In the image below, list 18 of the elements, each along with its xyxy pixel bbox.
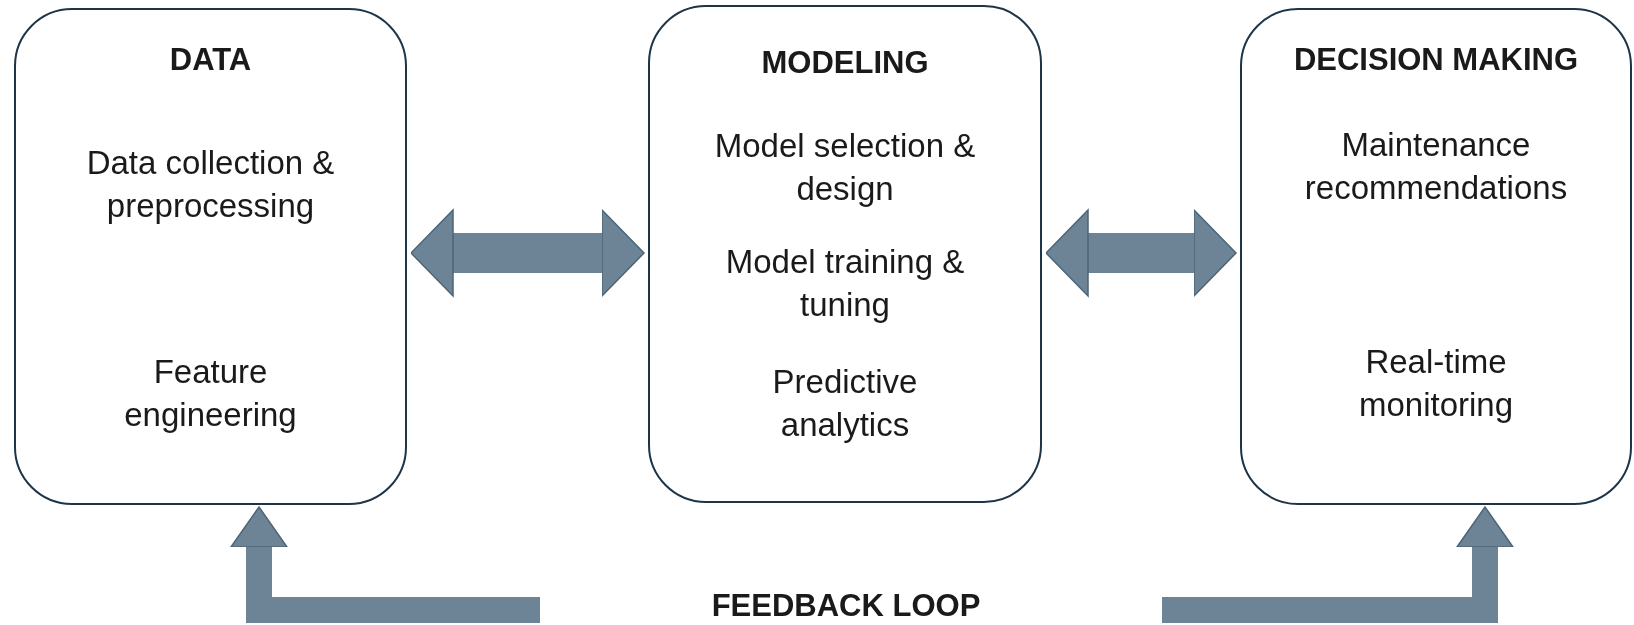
feedback-arrow (230, 506, 540, 623)
stage-box (1240, 8, 1632, 505)
step-text: Maintenance recommendations (1303, 125, 1569, 208)
feedback-arrow (1162, 506, 1514, 623)
loop-label: FEEDBACK LOOP (710, 587, 982, 625)
step-text: Real-time monitoring (1357, 342, 1515, 425)
step-text: Predictive analytics (771, 362, 919, 445)
stage-heading: DECISION MAKING (1292, 40, 1580, 79)
step-text: Feature engineering (123, 352, 298, 435)
step-text: Model training & tuning (724, 242, 966, 325)
stage-box (648, 5, 1042, 503)
double-arrow (1045, 209, 1237, 297)
stage-box (14, 8, 407, 505)
stage-heading: MODELING (760, 43, 930, 82)
stage-heading: DATA (168, 40, 253, 79)
double-arrow (410, 209, 645, 297)
step-text: Model selection & design (713, 126, 977, 209)
step-text: Data collection & preprocessing (85, 143, 336, 226)
